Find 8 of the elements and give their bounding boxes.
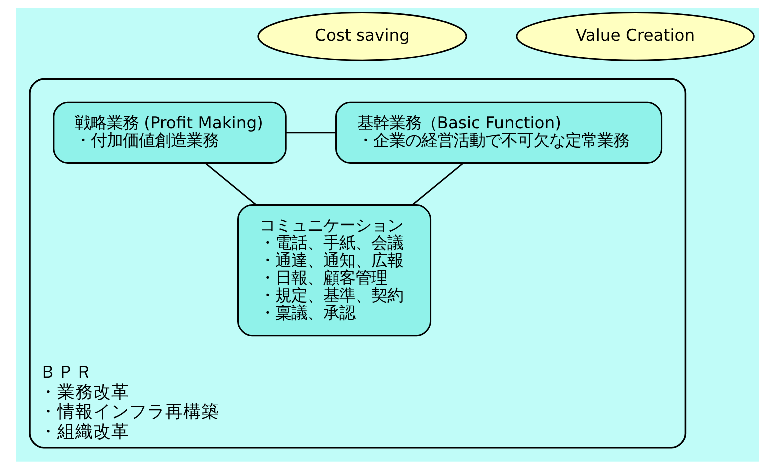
node-box: コミュニケーション ・電話、手紙、会議 ・通達、通知、広報 ・日報、顧客管理 ・規定、基準、契約 ・稟議、承認 [237,204,432,337]
connector [286,132,336,134]
node-box: 基幹業務（Basic Function) ・企業の経営活動で不可欠な定常業務 [335,102,662,164]
connector [412,162,464,206]
node-ellipse: Cost saving [257,12,467,62]
node-box: 戦略業務 (Profit Making) ・付加価値創造業務 [52,102,286,164]
connector [204,162,256,206]
node-ellipse: Value Creation [516,12,754,62]
